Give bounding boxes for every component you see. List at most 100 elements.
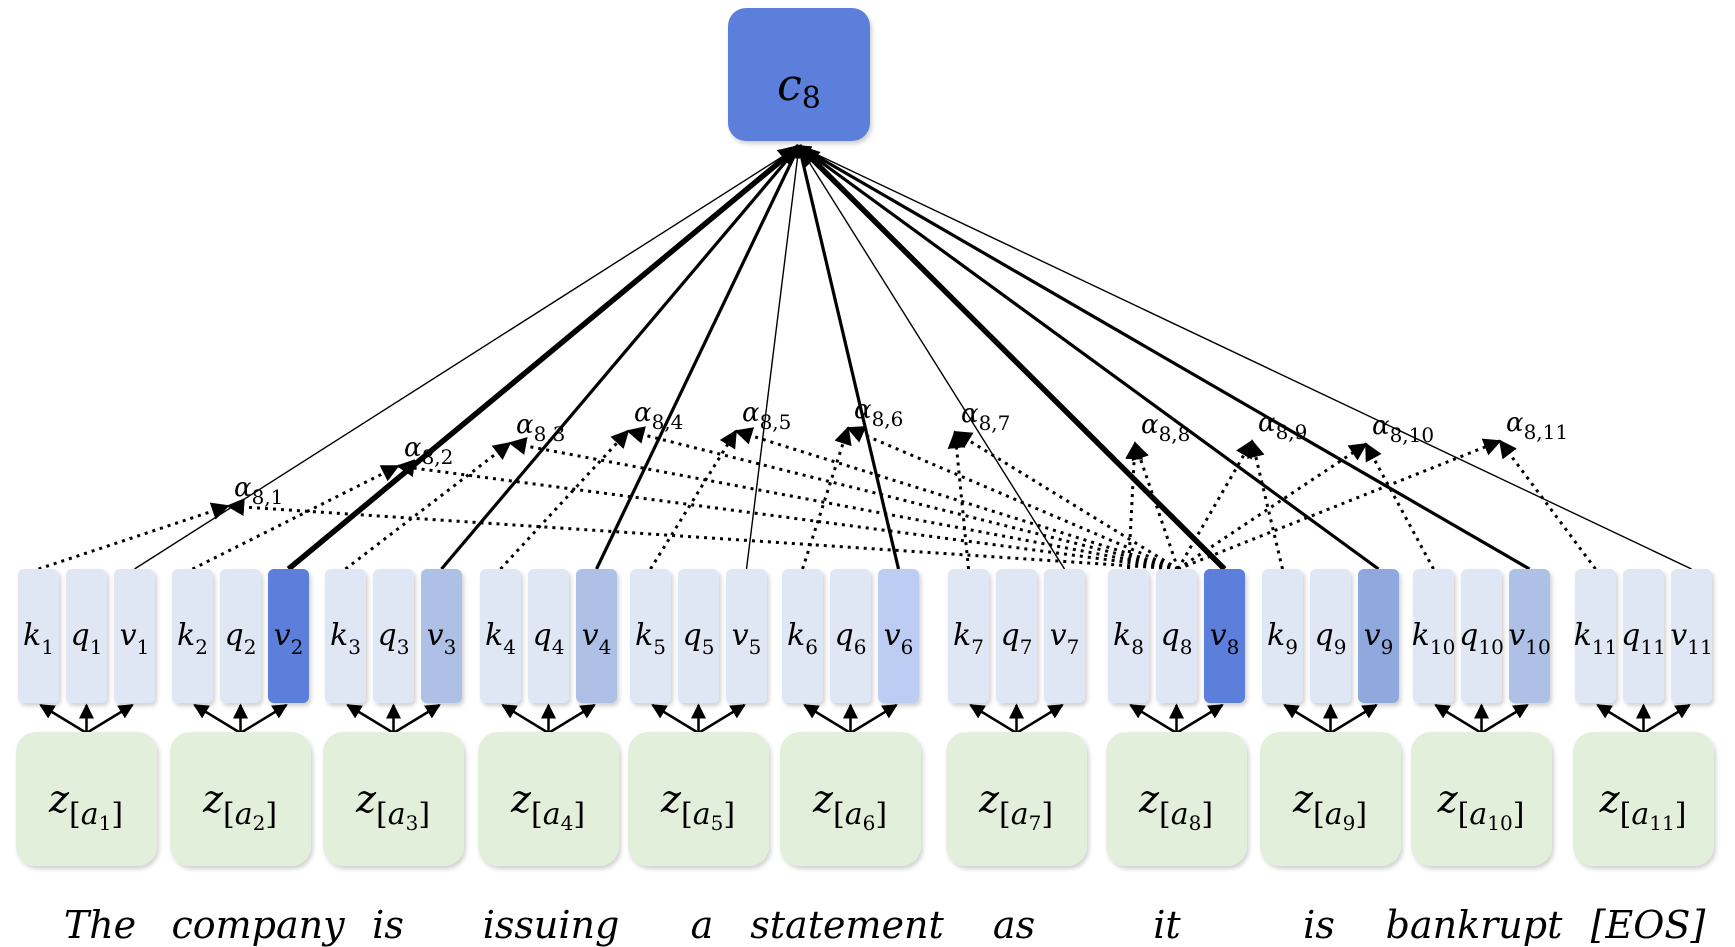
to-key-arrow-2 [193,703,242,735]
key-label-7: k7 [953,618,984,659]
hidden-state-label-11: z[a11] [1599,777,1687,835]
key-score-arrow-11 [1498,439,1597,570]
value-box-4 [576,569,617,703]
context-vector-group: c8 [728,8,870,141]
value-label-4: v4 [582,618,612,659]
value-box-3 [421,569,462,703]
hidden-state-label-8: z[a8] [1138,777,1213,835]
hidden-state-box-1 [16,732,157,866]
key-box-8 [1108,569,1149,703]
key-box-4 [480,569,521,703]
alpha-label-2: α8,2 [404,433,453,469]
word-6: statement [750,903,944,947]
hidden-state-box-6 [780,732,921,866]
value-label-1: v1 [120,618,150,659]
key-label-1: k1 [23,618,54,659]
to-value-arrow-1 [85,703,134,735]
alpha-label-7: α8,7 [961,399,1010,435]
word-3: is [372,903,404,947]
key-box-1 [18,569,59,703]
key-box-2 [172,569,213,703]
hidden-states-layer: z[a1]z[a2]z[a3]z[a4]z[a5]z[a6]z[a7]z[a8]… [16,732,1714,866]
to-key-arrow-3 [346,703,395,735]
key-box-10 [1413,569,1454,703]
alpha-label-3: α8,3 [516,410,565,446]
query-score-arrow-7 [953,430,1179,571]
value-label-10: v10 [1508,618,1550,659]
hidden-state-box-5 [628,732,769,866]
key-box-5 [630,569,671,703]
key-label-8: k8 [1113,618,1144,659]
hidden-state-label-4: z[a4] [510,777,585,835]
query-label-11: q11 [1621,618,1666,659]
query-box-1 [66,569,107,703]
key-label-2: k2 [177,618,208,659]
query-label-8: q8 [1161,618,1193,659]
query-label-5: q5 [683,618,715,659]
query-score-arrow-8 [1131,441,1180,570]
query-score-arrow-3 [508,437,1179,571]
value-box-11 [1671,569,1712,703]
word-1: The [64,903,136,947]
key-score-arrow-8 [1125,441,1144,570]
query-box-6 [830,569,871,703]
value-box-10 [1509,569,1550,703]
to-key-arrow-8 [1129,703,1178,735]
query-box-11 [1623,569,1664,703]
attention-line-1 [134,145,800,570]
word-2: company [171,903,345,947]
key-label-3: k3 [330,618,361,659]
hidden-state-label-1: z[a1] [48,777,123,835]
value-label-5: v5 [732,618,762,659]
hidden-state-box-7 [946,732,1087,866]
attention-line-6 [795,144,901,570]
query-label-2: q2 [225,618,257,659]
value-box-2 [268,569,309,703]
value-box-7 [1044,569,1085,703]
to-key-arrow-11 [1596,703,1645,735]
attention-line-3 [440,144,801,571]
query-box-3 [373,569,414,703]
to-value-arrow-5 [697,703,746,735]
key-box-7 [948,569,989,703]
query-score-arrow-11 [1177,438,1502,571]
attention-score-arrows-layer [38,426,1597,571]
key-box-6 [782,569,823,703]
key-score-arrow-4 [499,429,630,571]
query-label-6: q6 [835,618,867,659]
value-label-6: v6 [884,618,914,659]
alpha-label-5: α8,5 [742,398,791,434]
word-11: [EOS] [1591,903,1706,947]
attention-line-2 [286,143,801,572]
to-key-arrow-6 [803,703,852,735]
to-value-arrow-2 [239,703,288,735]
query-box-8 [1156,569,1197,703]
value-label-2: v2 [274,618,304,659]
key-score-arrow-3 [344,441,512,571]
to-key-arrow-9 [1283,703,1332,735]
value-box-8 [1204,569,1245,703]
hidden-state-box-2 [170,732,311,866]
value-label-8: v8 [1210,618,1240,659]
attention-line-5 [745,145,802,570]
to-key-arrow-4 [501,703,550,735]
alpha-label-9: α8,9 [1258,408,1307,444]
to-value-arrow-8 [1175,703,1224,735]
word-8: it [1153,903,1181,947]
key-label-4: k4 [485,618,516,659]
key-score-arrow-5 [649,429,738,570]
value-box-5 [726,569,767,703]
to-value-arrow-3 [392,703,441,735]
key-box-3 [325,569,366,703]
hidden-state-box-4 [478,732,619,866]
key-score-arrow-7 [947,430,970,570]
alpha-label-6: α8,6 [854,395,903,431]
alpha-label-8: α8,8 [1141,410,1190,446]
attention-line-7 [798,145,1066,570]
query-box-10 [1461,569,1502,703]
context-vector-box [728,8,870,141]
key-label-9: k9 [1267,618,1298,659]
key-score-arrow-1 [38,502,230,571]
